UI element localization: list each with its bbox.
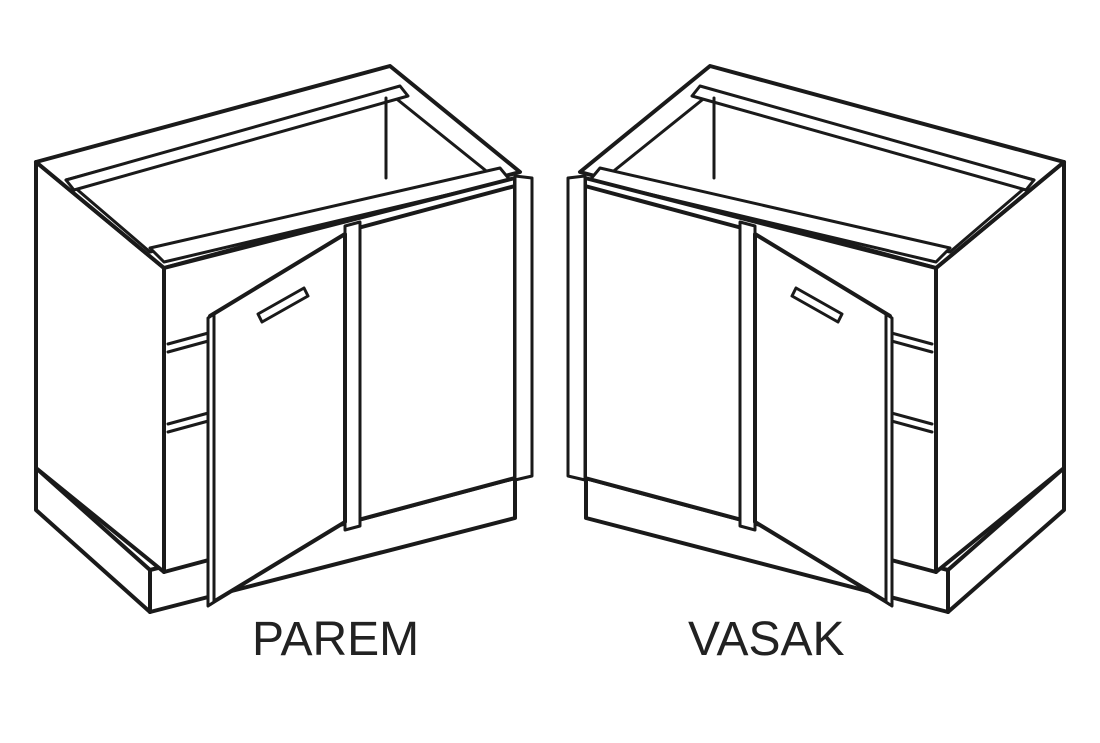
- cabinet-right-handle: [790, 286, 844, 324]
- cabinet-left-illustration: [34, 64, 534, 614]
- cabinet-right-center-stile: [738, 220, 757, 532]
- cabinet-right-door-closed: [583, 184, 744, 522]
- cabinet-right-shelf-lower: [886, 410, 934, 426]
- cabinet-left-back-rail: [64, 84, 410, 192]
- cabinet-left-shelf-upper: [166, 330, 214, 346]
- cabinet-right-illustration: [566, 64, 1066, 614]
- cabinet-left-door-closed-edge: [513, 174, 534, 482]
- cabinet-left-shelf-lower: [166, 410, 214, 426]
- cabinet-right-shelf-upper-b: [886, 338, 934, 354]
- cabinet-right-back-rail: [690, 84, 1036, 192]
- cabinet-right-door-open-edge: [884, 312, 894, 608]
- cabinet-left-door-closed: [356, 184, 517, 522]
- label-left-cabinet: PAREM: [252, 613, 420, 666]
- cabinet-right-shelf-lower-b: [886, 418, 934, 434]
- cabinet-right-door-closed-edge: [566, 174, 587, 482]
- label-right-cabinet: VASAK: [688, 613, 845, 666]
- cabinet-right-shelf-upper: [886, 330, 934, 346]
- cabinet-left-door-open-edge: [206, 312, 216, 608]
- cabinet-left-center-stile: [343, 220, 362, 532]
- cabinet-left-shelf-lower-b: [166, 418, 214, 434]
- cabinet-left-handle: [256, 286, 310, 324]
- cabinet-left-shelf-upper-b: [166, 338, 214, 354]
